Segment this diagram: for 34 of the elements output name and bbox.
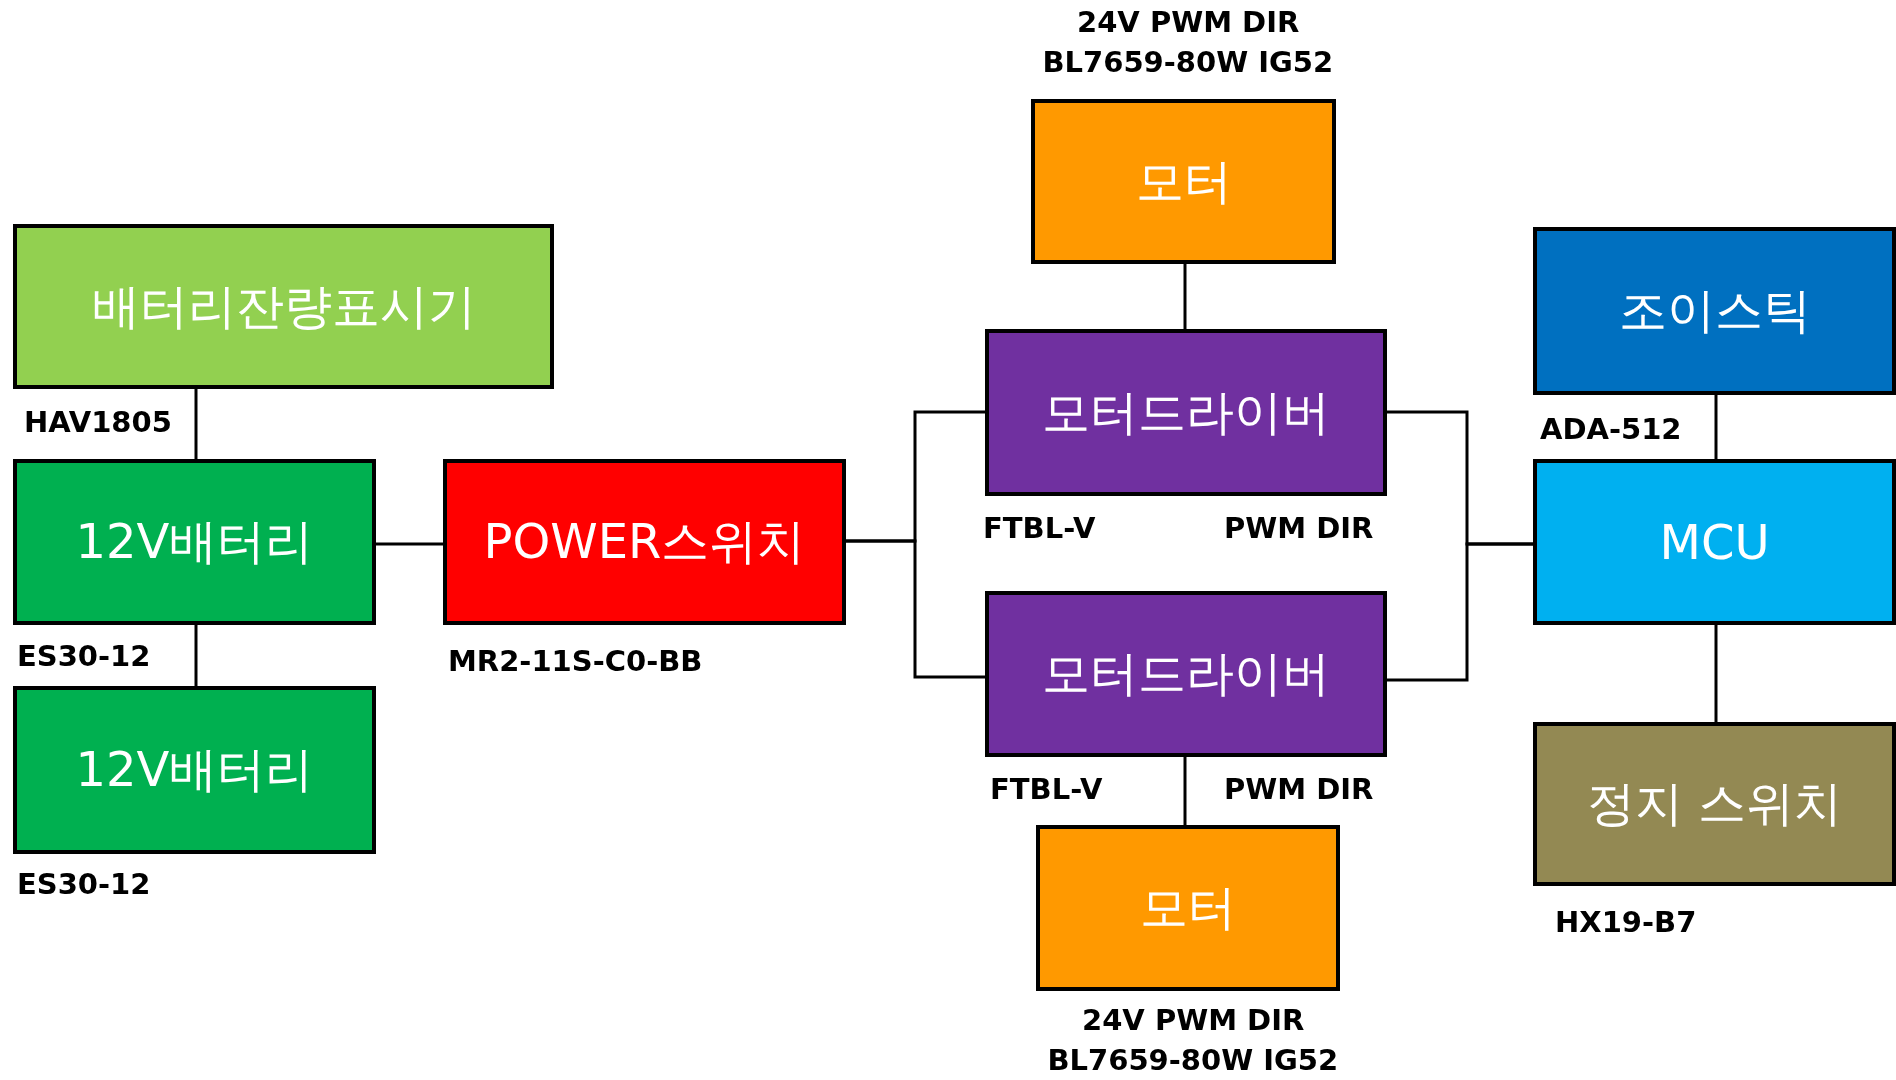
- part-number-label: HX19-B7: [1555, 904, 1697, 940]
- block-box: 모터드라이버: [985, 591, 1387, 757]
- part-number-label: BL7659-80W IG52: [1042, 44, 1334, 80]
- block-box: 모터드라이버: [985, 329, 1387, 496]
- connector-line: [194, 389, 198, 459]
- part-number-label: FTBL-V: [983, 510, 1096, 546]
- block-box: MCU: [1533, 459, 1896, 625]
- block-box: 모터: [1031, 99, 1336, 264]
- part-number-label: PWM DIR: [1224, 510, 1374, 546]
- part-number-label: 24V PWM DIR: [1082, 1002, 1305, 1038]
- part-number-label: ADA-512: [1540, 411, 1682, 447]
- connector-line: [1183, 757, 1187, 825]
- part-number-label: FTBL-V: [990, 771, 1103, 807]
- connector-line: [1714, 625, 1718, 722]
- part-number-label: ES30-12: [17, 638, 151, 674]
- part-number-label: 24V PWM DIR: [1077, 4, 1300, 40]
- connector-line: [194, 625, 198, 686]
- part-number-label: HAV1805: [24, 404, 172, 440]
- block-box: 배터리잔량표시기: [13, 224, 554, 389]
- part-number-label: MR2-11S-C0-BB: [448, 643, 703, 679]
- connector-line: [376, 542, 443, 546]
- part-number-label: ES30-12: [17, 866, 151, 902]
- block-box: 조이스틱: [1533, 227, 1896, 395]
- connector-line: [846, 539, 985, 679]
- block-box: 12V배터리: [13, 686, 376, 854]
- block-box: 모터: [1036, 825, 1340, 991]
- block-box: POWER스위치: [443, 459, 846, 625]
- block-box: 12V배터리: [13, 459, 376, 625]
- part-number-label: PWM DIR: [1224, 771, 1374, 807]
- connector-line: [1387, 542, 1533, 682]
- connector-line: [1183, 264, 1187, 329]
- block-box: 정지 스위치: [1533, 722, 1896, 886]
- part-number-label: BL7659-80W IG52: [1047, 1042, 1339, 1078]
- connector-line: [1714, 395, 1718, 459]
